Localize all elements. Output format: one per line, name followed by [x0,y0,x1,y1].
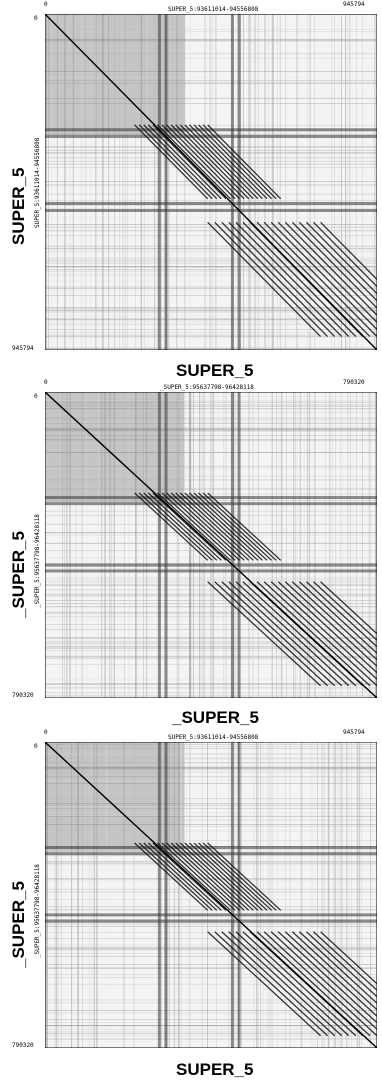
left-sequence-label: _SUPER_5:95637798-96428118 [34,514,41,608]
x-axis-title: SUPER_5 [176,1060,254,1079]
left-sequence-label: SUPER_5:93611014-94556808 [34,137,41,228]
y-start-label: 0 [34,393,38,400]
y-start-label: 0 [34,15,38,22]
y-axis-title: _SUPER_5 [9,531,28,618]
x-start-label: 0 [44,1,48,8]
dotplot-matrix [45,392,377,698]
x-end-label: 945794 [343,729,365,736]
x-start-label: 0 [44,729,48,736]
y-end-label: 790320 [12,692,34,699]
dotplot-matrix [45,742,377,1048]
x-axis-title: _SUPER_5 [172,708,259,727]
dotplot-matrix [45,14,377,350]
dotplot-panel-2: 0 _SUPER_5:95637798-96428118 790320 0 79… [0,378,382,728]
x-end-label: 790320 [343,379,365,386]
dotplot-panel-3: 0 SUPER_5:93611014-94556808 945794 0 790… [0,728,382,1084]
x-axis-title: SUPER_5 [176,361,254,380]
top-sequence-label: _SUPER_5:95637798-96428118 [160,384,254,391]
x-start-label: 0 [44,379,48,386]
y-end-label: 945794 [12,345,34,352]
y-axis-title: _SUPER_5 [9,881,28,968]
left-sequence-label: _SUPER_5:95637798-96428118 [34,864,41,958]
y-end-label: 790320 [12,1042,34,1049]
x-end-label: 945794 [343,1,365,8]
y-start-label: 0 [34,743,38,750]
dotplot-panel-1: 0 SUPER_5:93611014-94556808 945794 0 945… [0,0,382,380]
top-sequence-label: SUPER_5:93611014-94556808 [168,734,259,741]
top-sequence-label: SUPER_5:93611014-94556808 [168,6,259,13]
y-axis-title: SUPER_5 [9,167,28,245]
